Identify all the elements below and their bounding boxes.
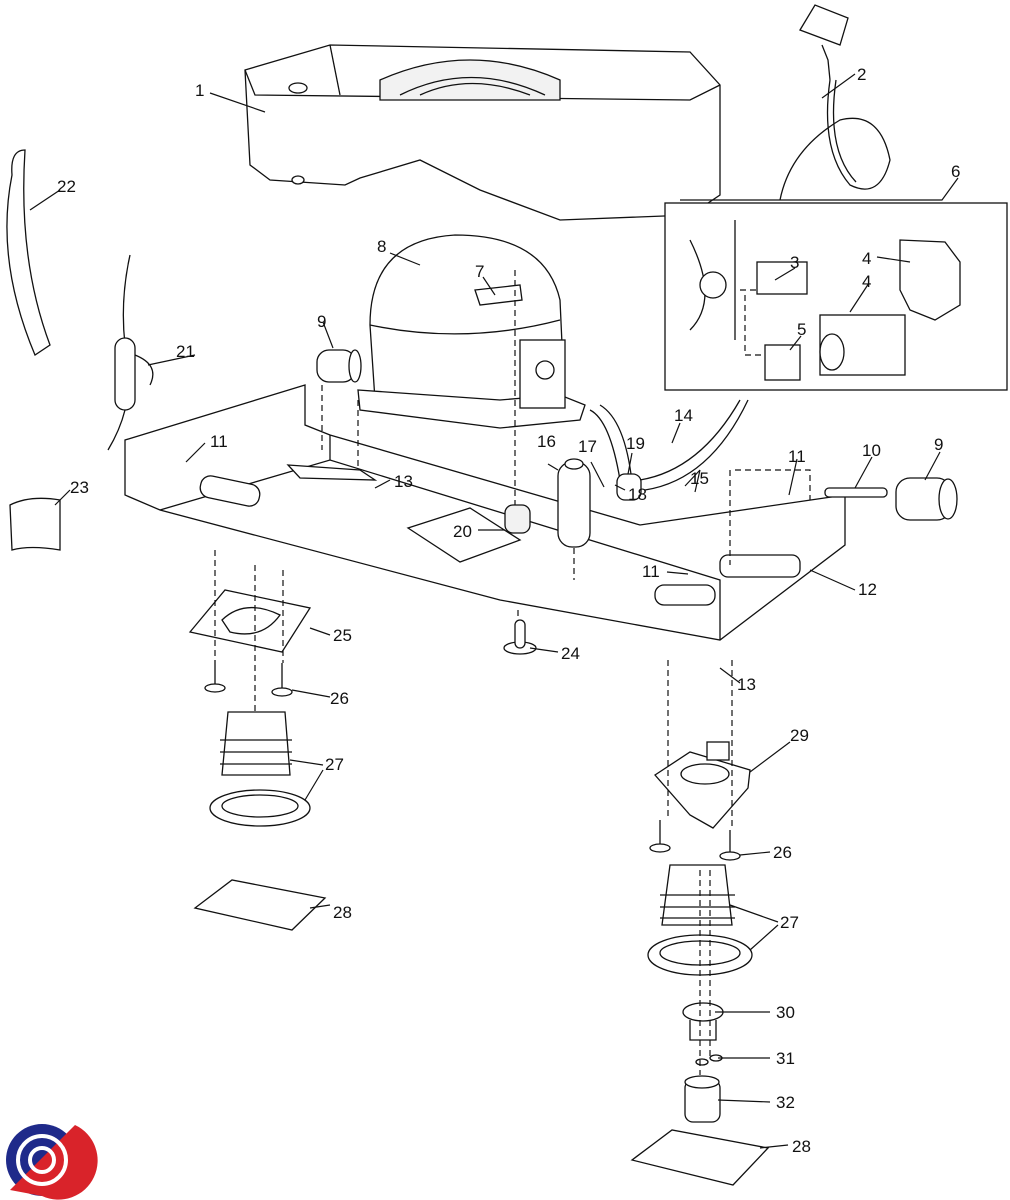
part-foot-cap bbox=[684, 1075, 721, 1123]
part-leveling-foot-left bbox=[209, 711, 311, 827]
part-drip-tray bbox=[244, 44, 721, 221]
callout-1: 1 bbox=[195, 81, 204, 100]
part-compressor bbox=[357, 234, 586, 429]
callout-19: 19 bbox=[626, 434, 645, 453]
callout-30: 30 bbox=[776, 1003, 795, 1022]
callout-29: 29 bbox=[790, 726, 809, 745]
part-foot-pin bbox=[503, 619, 537, 655]
callout-9: 9 bbox=[317, 312, 326, 331]
callout-16: 16 bbox=[537, 432, 556, 451]
callout-2: 2 bbox=[857, 65, 866, 84]
part-adapter-plate bbox=[188, 589, 312, 653]
part-bag-right bbox=[630, 1129, 770, 1186]
callout-27-right: 27 bbox=[780, 913, 799, 932]
callout-23: 23 bbox=[70, 478, 89, 497]
part-base-plate bbox=[124, 384, 846, 641]
part-insulation-tube bbox=[6, 149, 51, 356]
part-small-screws bbox=[695, 1054, 723, 1066]
callout-26-right: 26 bbox=[773, 843, 792, 862]
callout-26-left: 26 bbox=[330, 689, 349, 708]
leader-lines bbox=[29, 73, 959, 1149]
part-grommet-left bbox=[316, 349, 362, 383]
callout-27-left: 27 bbox=[325, 755, 344, 774]
callout-13-top: 13 bbox=[394, 472, 413, 491]
callout-21: 21 bbox=[176, 342, 195, 361]
part-rod bbox=[824, 487, 888, 498]
part-clip bbox=[9, 497, 61, 551]
callout-28-left: 28 bbox=[333, 903, 352, 922]
callout-22: 22 bbox=[57, 177, 76, 196]
brand-logo-icon bbox=[6, 1124, 98, 1200]
callout-28-right: 28 bbox=[792, 1137, 811, 1156]
callout-11-lower: 11 bbox=[642, 562, 660, 581]
callout-13-bottom: 13 bbox=[737, 675, 756, 694]
callout-12: 12 bbox=[858, 580, 877, 599]
part-screws-left bbox=[204, 660, 293, 697]
callout-11-right: 11 bbox=[788, 447, 806, 466]
callout-8: 8 bbox=[377, 237, 386, 256]
callout-4: 4 bbox=[862, 272, 871, 291]
callout-14: 14 bbox=[674, 406, 693, 425]
callout-7: 7 bbox=[475, 262, 484, 281]
inset-starter-relay-kit bbox=[664, 202, 1008, 391]
part-bracket bbox=[654, 741, 751, 829]
callout-5: 5 bbox=[797, 320, 806, 339]
callout-11-left: 11 bbox=[210, 432, 228, 451]
callout-6: 6 bbox=[951, 162, 960, 181]
callout-20: 20 bbox=[453, 522, 472, 541]
part-grommet-right bbox=[895, 477, 958, 521]
part-sensor-wire bbox=[107, 254, 154, 451]
callout-25: 25 bbox=[333, 626, 352, 645]
part-bag-left bbox=[193, 879, 327, 931]
callout-15: 15 bbox=[690, 469, 709, 488]
assembly-guide-lines bbox=[214, 270, 811, 1075]
part-leveling-foot-right bbox=[647, 864, 753, 976]
callout-18: 18 bbox=[628, 485, 647, 504]
part-foot-insert bbox=[682, 1002, 724, 1041]
part-screws-right bbox=[649, 820, 741, 861]
callout-17: 17 bbox=[578, 437, 597, 456]
callout-9-right: 9 bbox=[934, 435, 943, 454]
callout-3: 3 bbox=[790, 253, 799, 272]
part-filter-drier bbox=[557, 458, 591, 548]
callout-31: 31 bbox=[776, 1049, 795, 1068]
callout-32: 32 bbox=[776, 1093, 795, 1112]
part-rubber-mount bbox=[504, 504, 531, 534]
callout-24: 24 bbox=[561, 644, 580, 663]
callout-4-cover: 4 bbox=[862, 249, 871, 268]
part-power-cord bbox=[779, 4, 891, 201]
part-tube-clamp bbox=[589, 399, 749, 501]
callout-10: 10 bbox=[862, 441, 881, 460]
